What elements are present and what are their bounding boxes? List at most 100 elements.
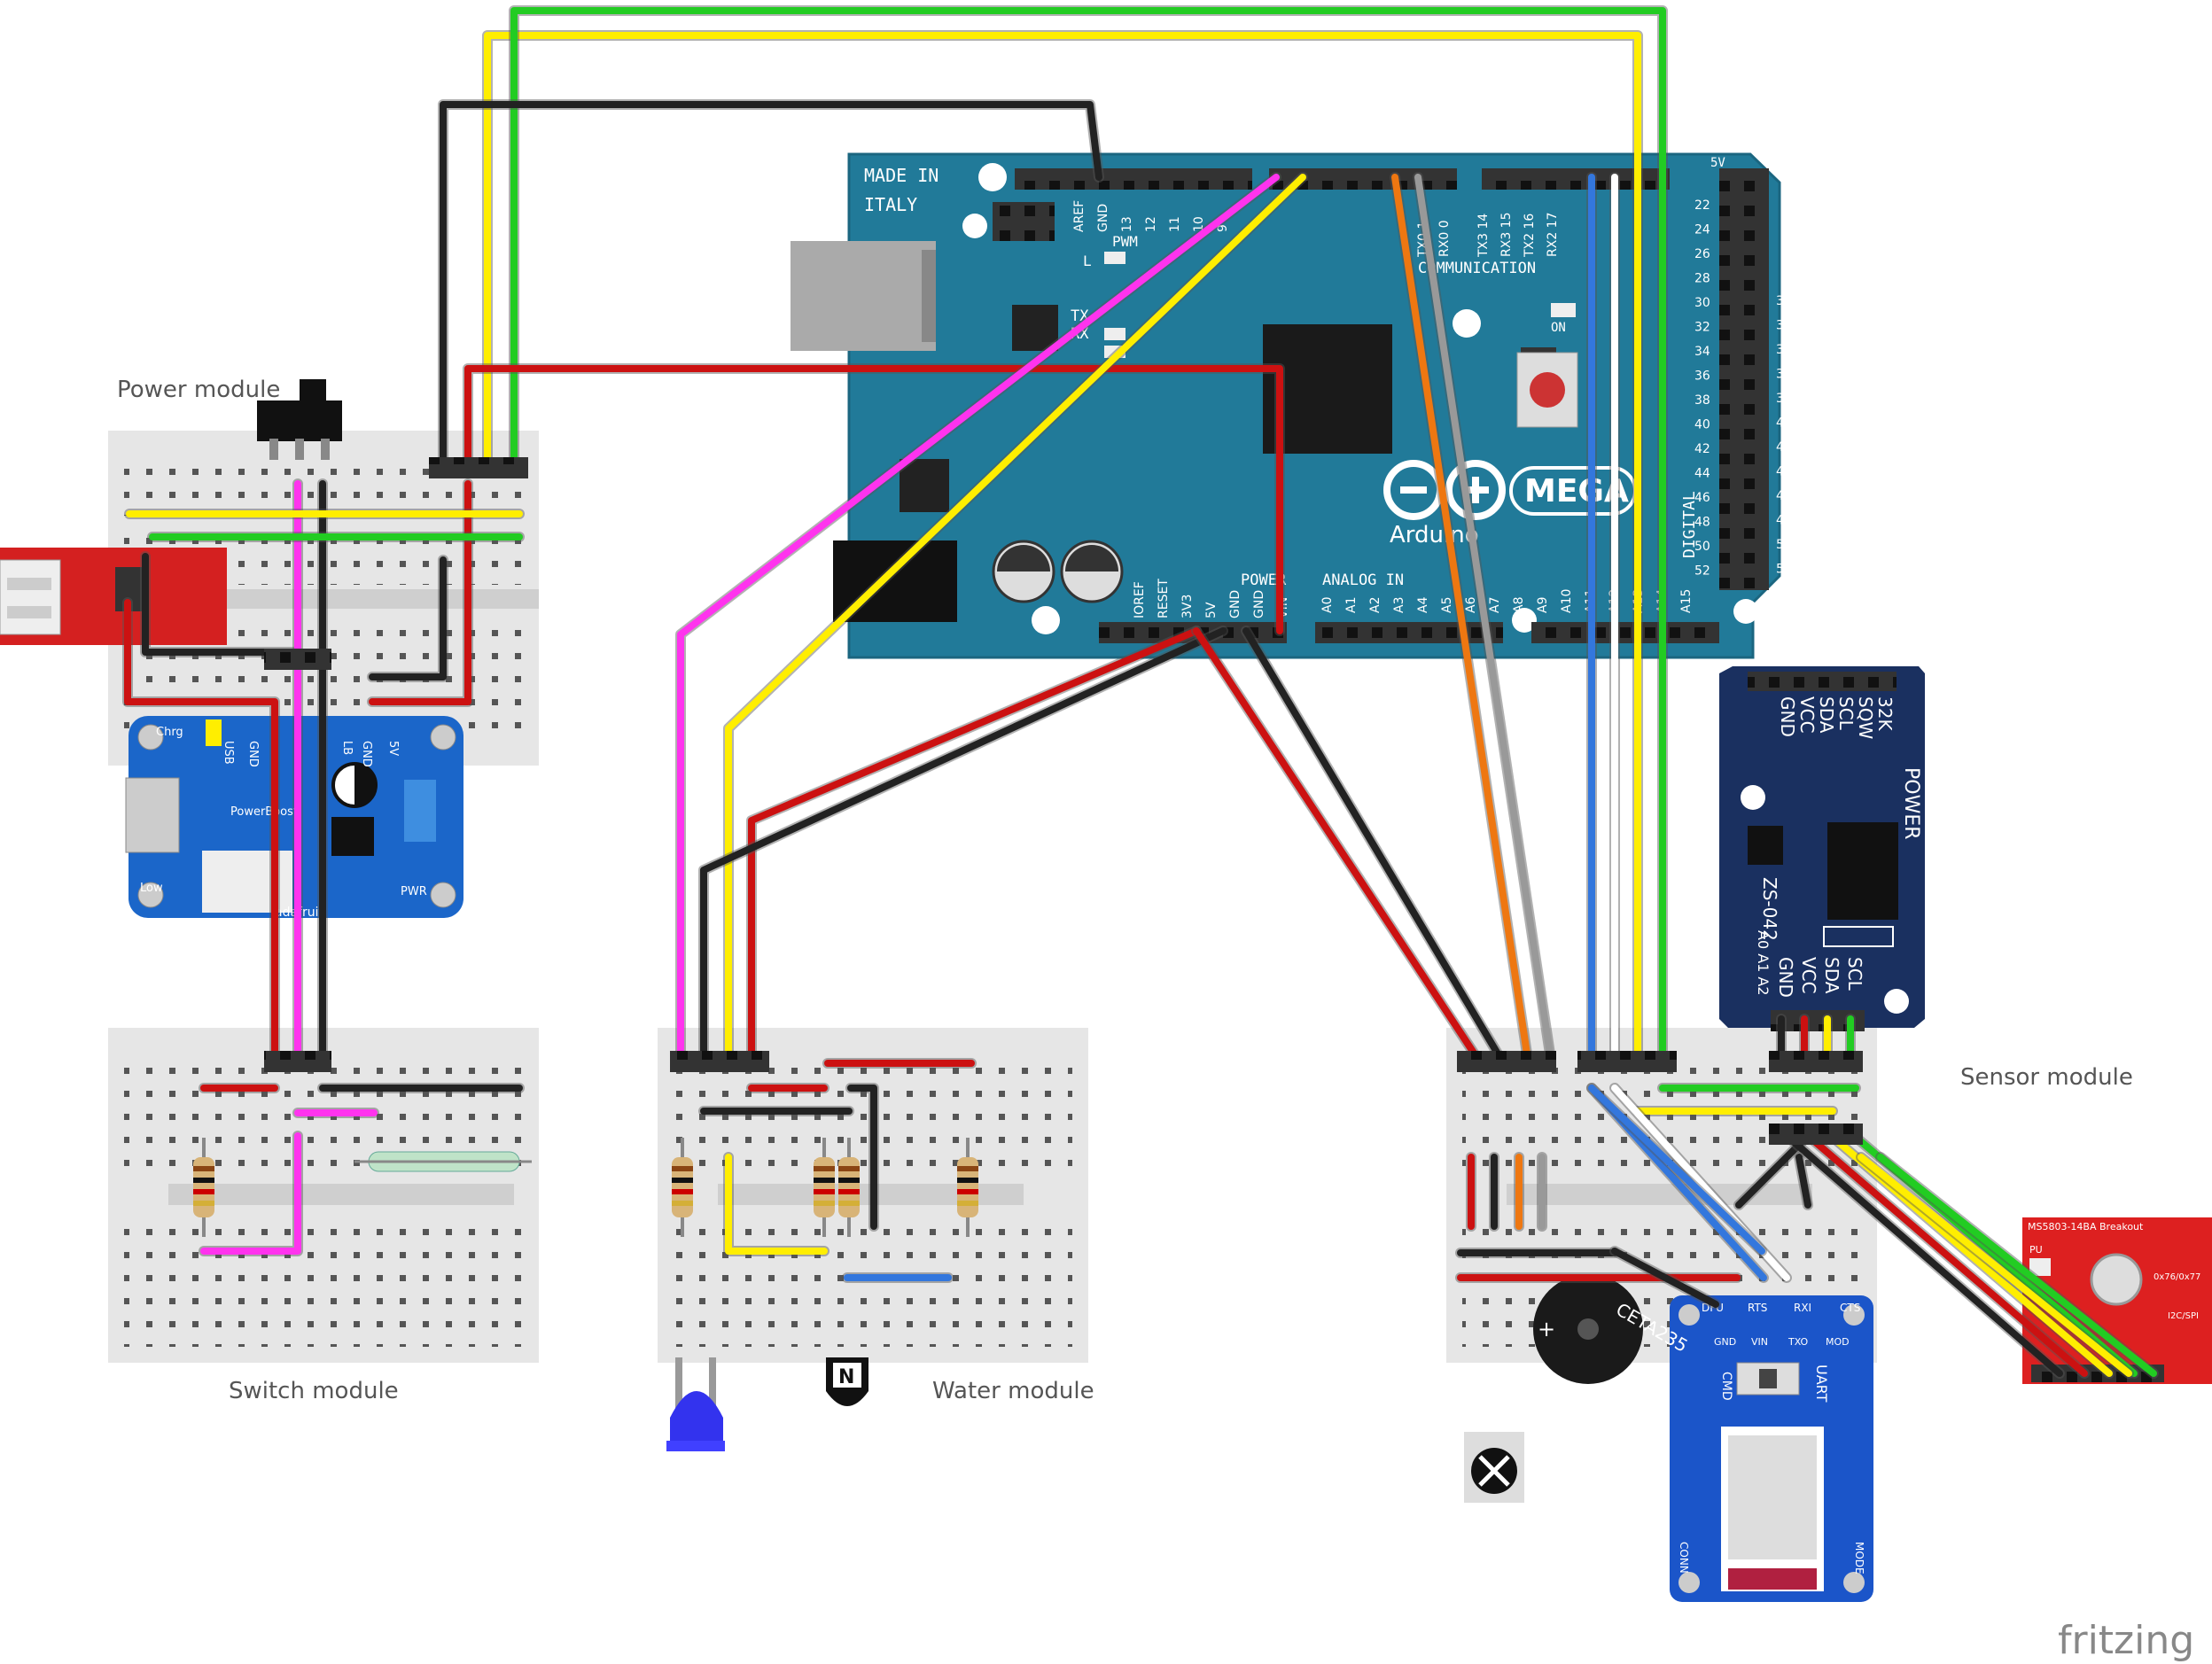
reed-switch — [354, 1151, 532, 1172]
wire-gray[interactable] — [1414, 174, 1554, 1063]
analog-pin-label: A15 — [1679, 589, 1694, 613]
wire-red[interactable] — [1193, 627, 1482, 1063]
wire-black[interactable] — [1611, 1248, 1719, 1308]
analog-pin-label: A0 — [1320, 597, 1335, 613]
digital-right-pin-label: 49 — [1776, 514, 1792, 528]
bt-cmd-label: CMD — [1719, 1372, 1733, 1401]
rtc-pin-label: SDA — [1816, 696, 1837, 734]
pb-pin-label: GND — [246, 741, 260, 767]
analog-header-1 — [1315, 622, 1503, 643]
digital-right-pin-label: 41 — [1776, 416, 1792, 431]
led-l-label: L — [1083, 253, 1092, 269]
digital-right-pin-label: 39 — [1776, 392, 1792, 406]
bt-pin-label: MOD — [1826, 1336, 1850, 1348]
wire-black[interactable] — [700, 627, 1227, 1063]
five-v-label: 5V — [1710, 156, 1725, 170]
digital-right-pin-label: 52 — [1694, 564, 1710, 579]
digital-label: DIGITAL — [1680, 491, 1699, 558]
digital-header-top — [1015, 168, 1252, 190]
wire-black[interactable] — [369, 556, 447, 680]
wire-blue[interactable] — [1588, 1085, 1765, 1255]
bt-mode-label: MODE — [1853, 1542, 1865, 1575]
wire-yellow[interactable] — [1826, 1131, 2113, 1377]
reset[interactable] — [1516, 352, 1578, 428]
usb-port — [791, 241, 936, 351]
wire-red[interactable] — [1803, 1131, 2088, 1377]
wire-red[interactable] — [748, 627, 1200, 1063]
transistor-label: N — [838, 1366, 854, 1388]
bt-pin-label: TXO — [1788, 1336, 1809, 1348]
wire-black[interactable] — [847, 1085, 877, 1230]
wire-magenta[interactable] — [677, 174, 1280, 1063]
pin-header — [264, 1051, 331, 1072]
transistor: N — [826, 1357, 868, 1406]
water-module-label: Water module — [932, 1378, 1094, 1404]
digital-right-pin-label: 51 — [1776, 538, 1792, 552]
bt-pin-label: CTS — [1840, 1302, 1860, 1314]
wire-black[interactable] — [1795, 1154, 1811, 1209]
comm-pin-label: RX3 15 — [1499, 213, 1514, 258]
rtc-pin-label: VCC — [1796, 696, 1818, 734]
wire-black[interactable] — [1781, 1131, 2063, 1377]
analog-pin-label: A6 — [1464, 596, 1478, 613]
resistors — [193, 1138, 978, 1237]
analog-pin-label: A3 — [1392, 597, 1406, 613]
power-pin-label: 3V3 — [1180, 595, 1195, 618]
rtc-chip — [1827, 822, 1898, 920]
bt-uart-label: UART — [1813, 1365, 1830, 1403]
wire-yellow[interactable] — [484, 32, 1641, 1063]
pin-header — [1769, 1051, 1863, 1072]
wire-magenta[interactable] — [200, 1132, 301, 1255]
bt-conn-label: CONN — [1678, 1542, 1690, 1574]
pb-pin-label: LB — [340, 741, 354, 755]
rtc-model-label: ZS-042 — [1759, 877, 1780, 941]
wire-green[interactable] — [1877, 1154, 2157, 1377]
digital-right-pin-label: 42 — [1694, 442, 1710, 456]
ps-pu-label: PU — [2029, 1244, 2043, 1256]
analog-pin-label: A9 — [1536, 597, 1550, 613]
wire-red[interactable] — [464, 365, 1283, 634]
rtc-pin-label: SDA — [1821, 957, 1842, 994]
wire-black[interactable] — [142, 553, 301, 656]
pb-chrg-label: Chrg — [156, 726, 183, 739]
power-pin-label: IOREF — [1133, 581, 1147, 618]
slide-switch[interactable] — [257, 379, 342, 460]
wire-orange[interactable] — [1391, 174, 1531, 1063]
wire-yellow[interactable] — [725, 1154, 828, 1255]
mcu-chip — [1263, 324, 1392, 454]
wire-red[interactable] — [124, 599, 278, 1063]
lipo-connector — [0, 548, 227, 645]
power-module-label: Power module — [117, 377, 280, 403]
wire-yellow[interactable] — [1858, 1154, 2132, 1377]
wire-black[interactable] — [1242, 627, 1505, 1063]
mount-hole — [1512, 608, 1537, 633]
rtc-pin-label: SCL — [1844, 957, 1865, 991]
pb-pin-label: GND — [360, 741, 373, 767]
rtc-addr-label: A0 A1 A2 — [1755, 930, 1772, 996]
comm-pin-label: TX2 16 — [1523, 214, 1537, 258]
wire-black[interactable] — [440, 101, 1102, 473]
analog-pin-label: A2 — [1368, 597, 1382, 613]
digital-right-pin-label: 46 — [1694, 491, 1710, 505]
buzzer-plus: + — [1538, 1317, 1555, 1341]
wire-green[interactable] — [510, 7, 1666, 1063]
ps-addr-label: 0x76/0x77 — [2154, 1272, 2200, 1282]
digital-pin-label: GND — [1096, 204, 1110, 232]
wire-yellow[interactable] — [725, 174, 1306, 1063]
bt-pin-label: GND — [1714, 1336, 1736, 1348]
power-pin-label: RESET — [1157, 579, 1171, 618]
digital-pin-label: AREF — [1072, 200, 1087, 232]
digital-right-pin-label: 44 — [1694, 467, 1710, 481]
digital-right-pin-label: 45 — [1776, 465, 1792, 479]
rtc-pin-label: VCC — [1798, 957, 1819, 994]
pin-header — [429, 457, 528, 478]
pb-pin-label: USB — [222, 741, 235, 765]
blue-led — [666, 1357, 725, 1451]
gnd-label: GND — [1764, 597, 1786, 611]
wire-red[interactable] — [369, 480, 471, 705]
analog-pin-label: A5 — [1440, 597, 1454, 613]
analog-in-label: ANALOG IN — [1322, 572, 1404, 589]
